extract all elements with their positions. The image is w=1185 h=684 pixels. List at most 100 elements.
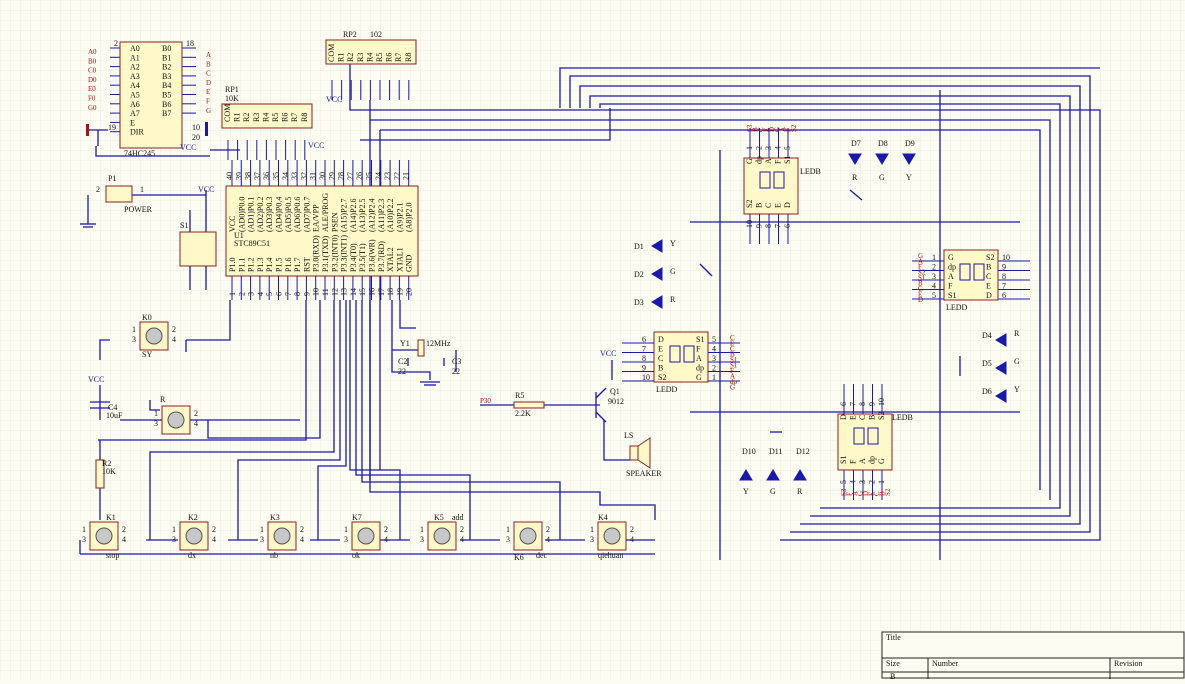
c4-ref: C4 [108, 403, 117, 412]
74hc245-net-left: E0 [88, 85, 96, 93]
led-ref: D2 [634, 270, 644, 279]
led-wire [849, 189, 863, 201]
mcu-top-pin-num: 34 [281, 172, 290, 180]
key-pin-num: 2 [300, 525, 304, 534]
display-net-label: C [873, 491, 881, 496]
segment-label: F [696, 345, 701, 354]
key-pin-num: 3 [506, 535, 510, 544]
mcu-bottom-pin-label: P3.7(RD) [377, 241, 386, 272]
p1-pin2: 2 [96, 185, 100, 194]
key-ref: K7 [352, 513, 362, 522]
74hc245-net-right: D [206, 79, 211, 87]
rp1-pin-label: R4 [261, 113, 270, 122]
display-net-label: A [730, 373, 735, 381]
key-pin-num: 4 [122, 535, 126, 544]
segment-label: S2 [745, 200, 754, 208]
display-net-label: C [730, 334, 735, 342]
led-ref: D10 [742, 447, 756, 456]
rp2-pin-label: R3 [356, 53, 365, 62]
led-ref: D5 [982, 359, 992, 368]
ledd_mid-body [653, 331, 709, 383]
mcu-top-pin-label: (AD1)P0.1 [247, 197, 256, 232]
74hc245-pin-left: A3 [130, 72, 140, 81]
key-button-icon [167, 411, 185, 429]
segment-label: B [658, 364, 663, 373]
segment-label: S1 [839, 456, 848, 464]
mcu-top-pin-num: 31 [309, 172, 318, 180]
led-d8-icon [875, 153, 889, 165]
led-wire [699, 263, 713, 277]
segment-label: F [849, 459, 858, 464]
mcu-top-pin-label: EA/VPP [312, 204, 321, 232]
rp2-body [325, 39, 417, 65]
p1-body [105, 185, 133, 203]
key-pin-num: 4 [384, 535, 388, 544]
mcu-bottom-pin-label: GND [405, 254, 414, 272]
display-net-label: E [868, 492, 876, 496]
key-ref: K2 [188, 513, 198, 522]
segment-pin-num: 2 [932, 263, 936, 272]
key-pin-num: 2 [630, 525, 634, 534]
mcu-top-pin-num: 32 [299, 172, 308, 180]
segment-label: G [877, 458, 886, 464]
segment-label: D [839, 414, 848, 420]
display-net-label: S3 [746, 124, 754, 132]
display-net-label: S2 [790, 124, 798, 132]
key-button-icon [145, 327, 163, 345]
mcu-bottom-pin-label: P3.5(T1) [358, 243, 367, 272]
display-net-label: dp [730, 378, 738, 386]
key-label: dec [536, 551, 548, 560]
mcu-ref: U1 [234, 231, 244, 240]
y1-value: 12MHz [426, 339, 451, 348]
74hc245-pin-num: 20 [192, 133, 200, 142]
key-pin-num: 2 [194, 409, 198, 418]
p1-label: POWER [124, 205, 153, 214]
c4-value: 10uF [106, 411, 123, 420]
ledd_right-name: LEDD [946, 303, 968, 312]
display-net-label: F [785, 128, 793, 132]
r2-ref: R2 [102, 459, 111, 468]
74hc245-net-right: E [206, 88, 210, 96]
rp2-pin-label: R7 [394, 53, 403, 62]
segment-label: D [986, 291, 992, 300]
led-ref: D4 [982, 331, 992, 340]
led-d6-icon [995, 389, 1007, 403]
mcu-top-pin-label: (A9)P2.1 [395, 202, 404, 232]
key-pin-num: 3 [154, 419, 158, 428]
key-pin-num: 1 [420, 525, 424, 534]
led-color: G [770, 487, 776, 496]
size-label: Size [886, 659, 900, 668]
segment-pin-num: 7 [642, 345, 646, 354]
mcu-top-pin-label: (A8)P2.0 [405, 202, 414, 232]
display-net-label: F [846, 492, 854, 496]
ic-74hc245: A0A1A2A3A4A5A6A7EDIRB0B1B2B3B4B5B6B7A0B0… [86, 39, 211, 158]
digit-icon [669, 345, 681, 363]
mcu-stc89c51: U1 STC89C51 VCC VCC40(AD0)P0.039(AD1)P0.… [225, 141, 419, 300]
segment-pin-num: 4 [712, 345, 716, 354]
segment-pin-num: 10 [642, 373, 650, 382]
r5-ref: R5 [515, 391, 524, 400]
74hc245-net-left: A0 [88, 48, 97, 56]
mcu-top-pin-num: 24 [374, 172, 383, 180]
digit-icon [867, 427, 879, 445]
mcu-top-pin-label: (A11)P2.3 [377, 199, 386, 232]
rp2-pin-label: R6 [385, 53, 394, 62]
key-pin-num: 3 [82, 535, 86, 544]
title-label: Title [886, 633, 901, 642]
key-pin-num: 2 [546, 525, 550, 534]
segment-pin-num: 5 [712, 335, 716, 344]
led-color: Y [1014, 385, 1020, 394]
segment-pin-num: 1 [932, 253, 936, 262]
segment-label: S2 [658, 373, 666, 382]
display-net-label: B [730, 351, 735, 359]
segment-label: G [696, 373, 702, 382]
key-pin-num: 3 [420, 535, 424, 544]
rp2-pin-label: R8 [404, 53, 413, 62]
key-button-icon [519, 527, 537, 545]
left-wires [79, 129, 656, 555]
digit-icon [973, 263, 985, 281]
mcu-top-pin-label: PSEN [330, 212, 339, 232]
rp1-pin-label: R2 [242, 113, 251, 122]
key-pin-num: 3 [590, 535, 594, 544]
key-pin-num: 3 [344, 535, 348, 544]
